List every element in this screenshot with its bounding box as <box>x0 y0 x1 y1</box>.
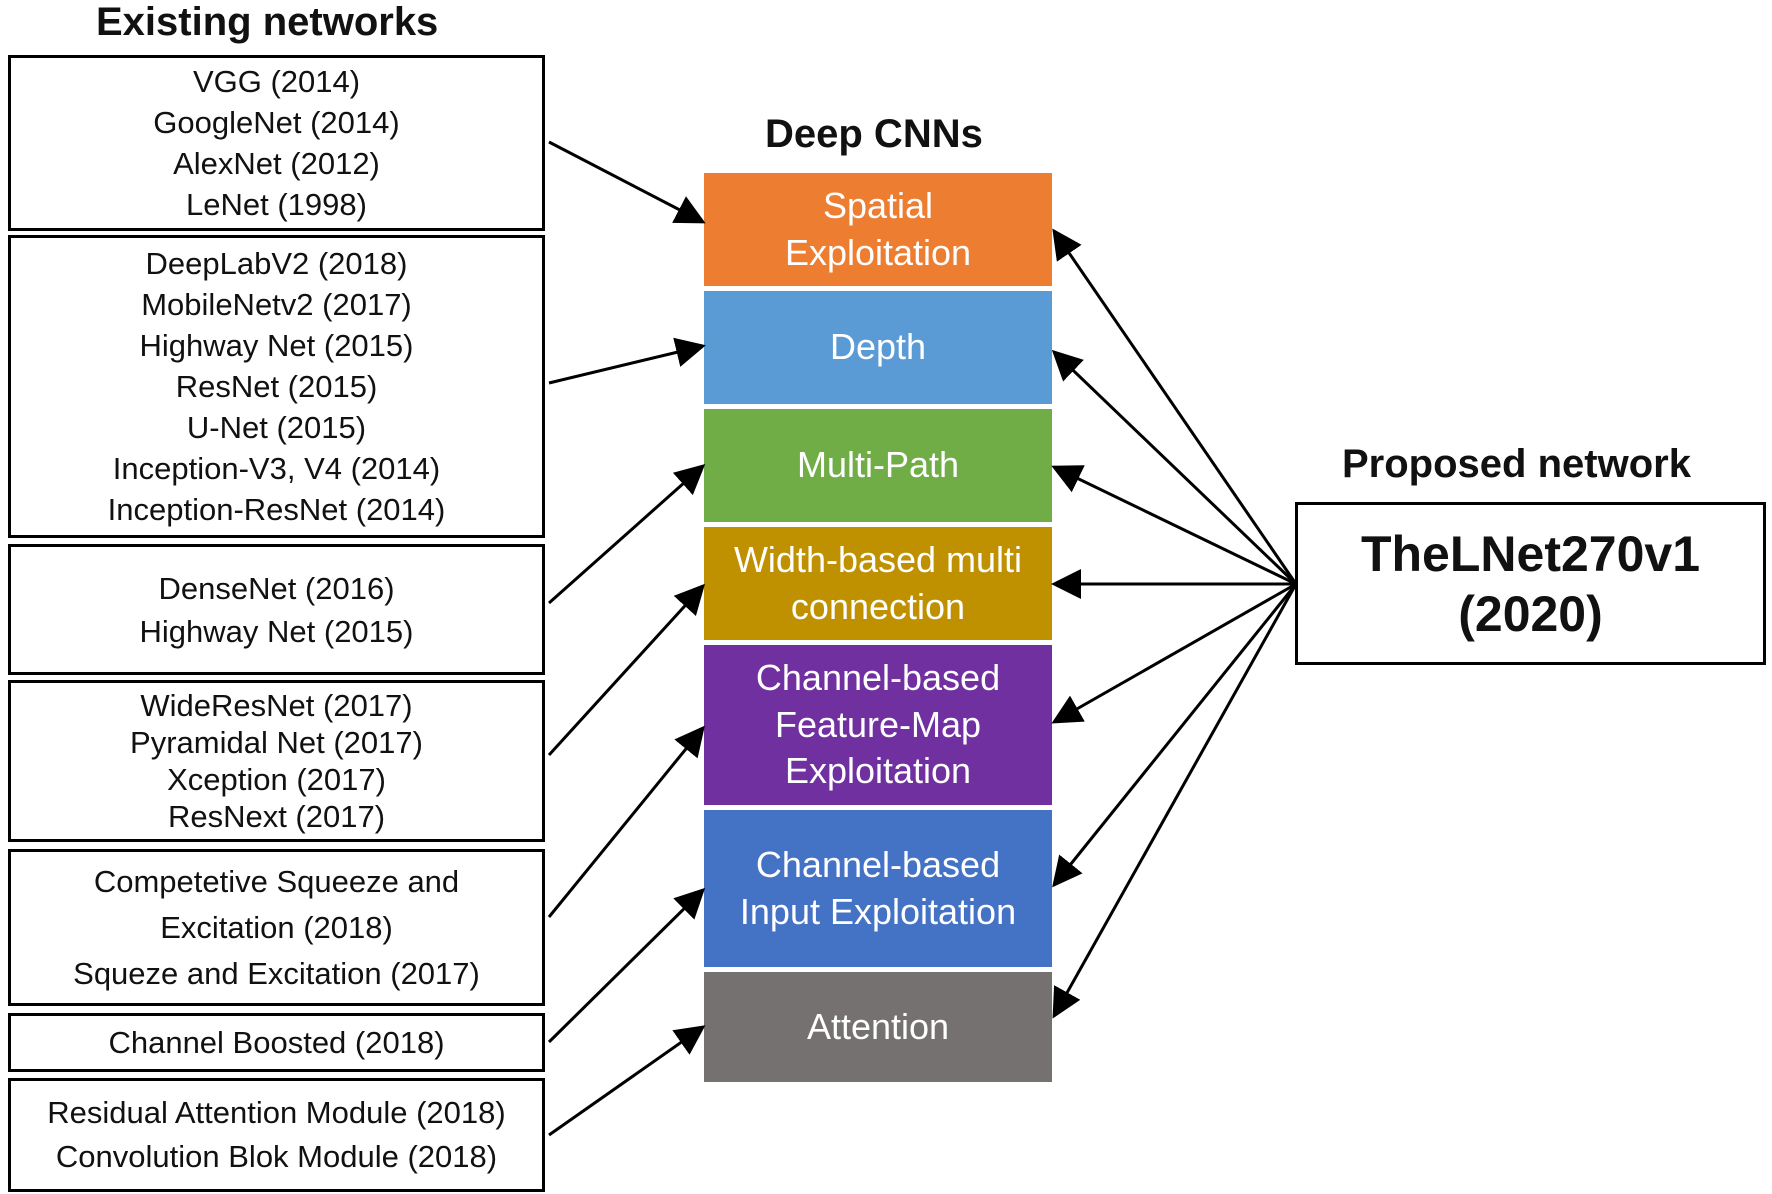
network-group-box: DeepLabV2 (2018) MobileNetv2 (2017) Highwa… <box>8 235 545 538</box>
network-to-category-arrow <box>547 583 706 757</box>
existing-networks-heading: Existing networks <box>96 0 439 44</box>
network-name: Excitation (2018) <box>160 909 393 945</box>
network-name: Channel Boosted (2018) <box>108 1025 445 1060</box>
network-name: Inception-ResNet (2014) <box>107 492 446 527</box>
network-name: DenseNet (2016) <box>158 570 395 606</box>
deep-cnns-heading: Deep CNNs <box>765 112 983 156</box>
network-name: Residual Attention Module (2018) <box>47 1095 506 1130</box>
cnn-category-label: Multi-Path <box>796 444 960 486</box>
cnn-category-label: Depth <box>829 326 927 368</box>
cnn-category-label: Channel-based <box>755 656 1001 698</box>
network-name: MobileNetv2 (2017) <box>141 287 412 322</box>
proposed-to-category-arrow <box>1051 582 1297 724</box>
cnn-category-label: Attention <box>806 1005 950 1047</box>
cnn-category-label: Width-based multi <box>733 538 1023 580</box>
network-name: Competetive Squeeze and <box>93 863 460 899</box>
network-name: Xception (2017) <box>167 762 386 797</box>
proposed-network-year: (2020) <box>1458 585 1603 642</box>
cnn-category-box: Depth <box>704 291 1052 404</box>
network-to-category-arrow <box>548 140 706 224</box>
proposed-to-category-arrow <box>1051 349 1298 586</box>
network-group-box: Channel Boosted (2018) <box>8 1013 545 1072</box>
network-name: U-Net (2015) <box>186 410 367 445</box>
network-name: Pyramidal Net (2017) <box>130 725 423 760</box>
network-name: Squeze and Excitation (2017) <box>73 955 480 991</box>
network-group-box: VGG (2014) GoogleNet (2014) AlexNet (2012)… <box>8 55 545 231</box>
network-name: Highway Net (2015) <box>139 328 414 363</box>
proposed-to-category-arrow <box>1052 228 1298 585</box>
network-name: Convolution Blok Module (2018) <box>55 1139 498 1174</box>
proposed-to-category-arrow <box>1051 465 1297 586</box>
network-group-box: WideResNet (2017)Pyramidal Net (2017)Xce… <box>8 680 545 842</box>
proposed-to-category-arrow <box>1052 583 1298 1019</box>
network-name: Inception-V3, V4 (2014) <box>112 451 441 486</box>
network-name: ResNext (2017) <box>167 799 386 834</box>
cnn-category-box: Attention <box>704 972 1052 1082</box>
cnn-category-box: Width-based multi connection <box>704 527 1052 640</box>
proposed-to-category-arrow <box>1052 583 1298 888</box>
cnn-category-box: Multi-Path <box>704 409 1052 522</box>
network-to-category-arrow <box>548 464 706 605</box>
network-name: GoogleNet (2014) <box>153 105 400 140</box>
network-name: VGG (2014) <box>192 64 361 99</box>
cnn-category-label: Exploitation <box>784 231 972 273</box>
network-name: DeepLabV2 (2018) <box>145 246 408 281</box>
network-name: LeNet (1998) <box>186 187 367 222</box>
proposed-network-box: TheLNet270v1 (2020) <box>1295 502 1766 665</box>
cnn-category-label: connection <box>790 585 966 627</box>
proposed-network-name: TheLNet270v1 <box>1360 525 1701 582</box>
network-name: Highway Net (2015) <box>139 613 414 649</box>
network-to-category-arrow <box>548 1025 706 1137</box>
proposed-network-heading: Proposed network <box>1342 442 1691 486</box>
network-name: AlexNet (2012) <box>173 146 380 181</box>
network-name: ResNet (2015) <box>175 369 378 404</box>
cnn-category-label: Spatial <box>822 184 934 226</box>
network-to-category-arrow <box>547 725 705 918</box>
cnn-category-label: Input Exploitation <box>739 890 1017 932</box>
network-name: WideResNet (2017) <box>140 688 413 723</box>
cnn-category-label: Channel-based <box>755 843 1001 885</box>
cnn-category-label: Feature-Map <box>774 703 982 745</box>
network-group-box: Residual Attention Module (2018) Convolut… <box>8 1078 545 1192</box>
network-to-category-arrow <box>547 887 706 1044</box>
cnn-category-label: Exploitation <box>784 750 972 792</box>
network-to-category-arrow <box>548 337 706 385</box>
network-group-box: DenseNet (2016) Highway Net (2015) <box>8 544 545 675</box>
